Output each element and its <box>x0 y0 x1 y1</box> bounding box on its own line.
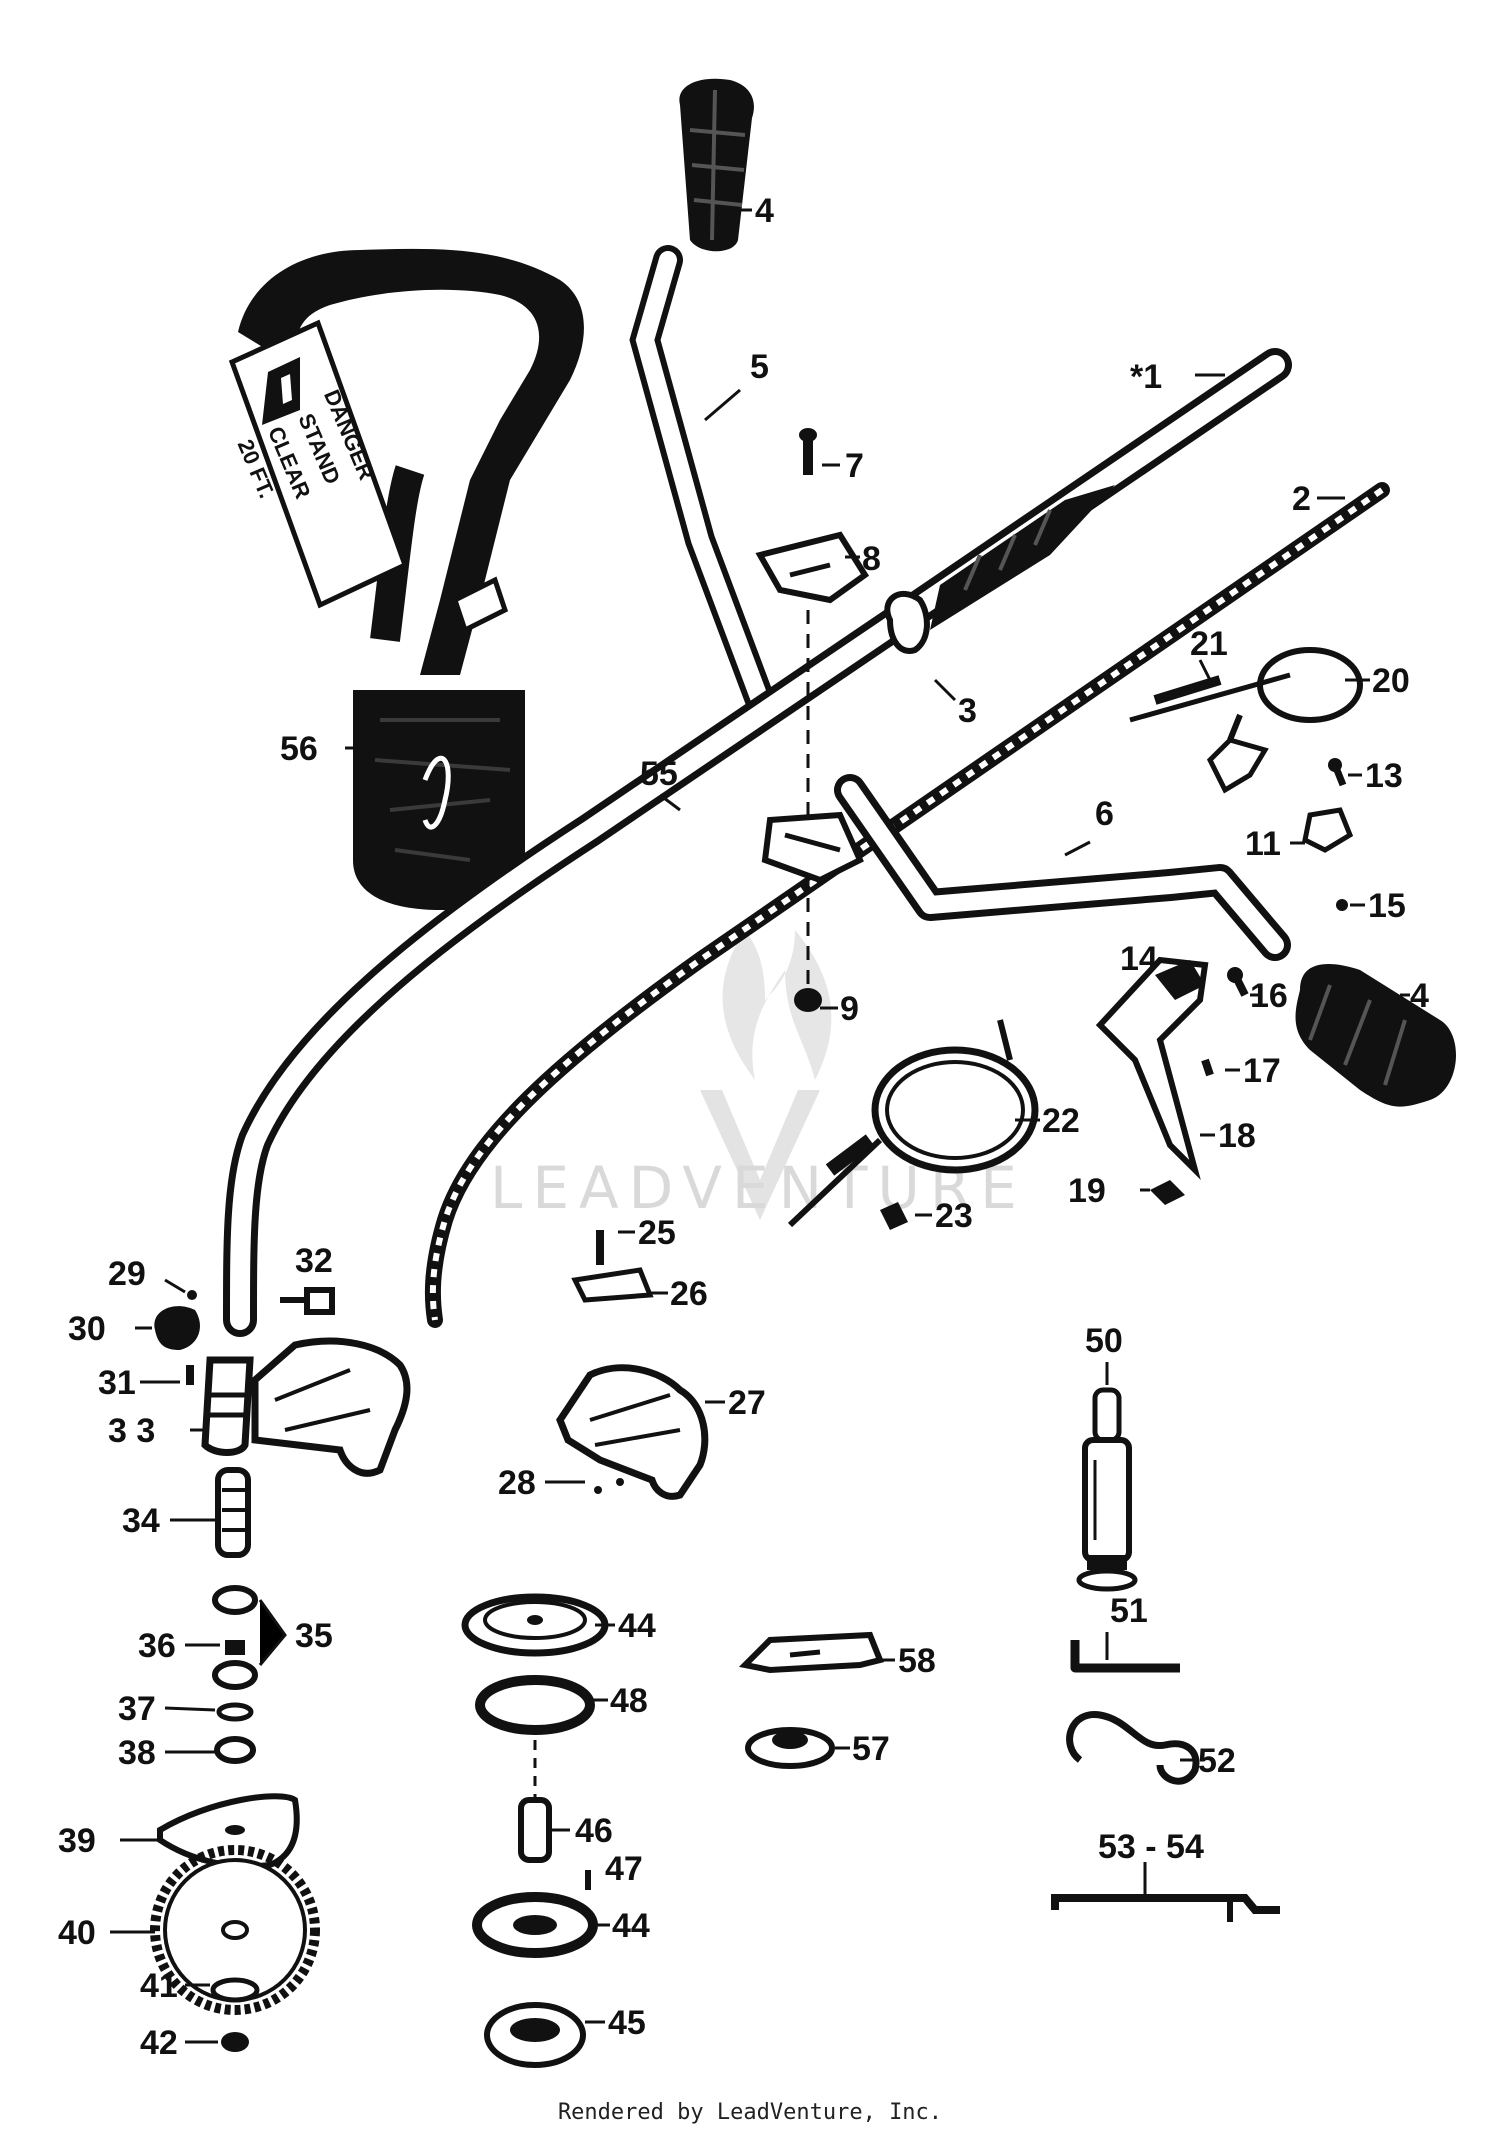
label-16: 16 <box>1250 977 1288 1015</box>
label-20: 20 <box>1372 662 1410 700</box>
label-11: 11 <box>1245 825 1281 863</box>
arbor-stack <box>212 1467 258 1764</box>
label-1: *1 <box>1130 358 1162 396</box>
label-41: 41 <box>140 1967 178 2005</box>
label-42: 42 <box>140 2024 178 2062</box>
part-labels: 4 5 *1 7 2 8 3 21 20 56 55 13 6 11 15 14… <box>58 192 1429 2062</box>
label-40: 40 <box>58 1914 96 1952</box>
label-14: 14 <box>1120 940 1158 978</box>
label-58: 58 <box>898 1642 936 1680</box>
label-15: 15 <box>1368 887 1406 925</box>
label-25: 25 <box>638 1214 676 1252</box>
footer-credit: Rendered by LeadVenture, Inc. <box>557 2100 943 2125</box>
drive-cable <box>424 482 1390 1328</box>
label-4a: 4 <box>755 192 774 230</box>
guard-bracket-27 <box>556 1230 709 1500</box>
label-33: 3 3 <box>108 1412 155 1450</box>
label-5: 5 <box>750 348 769 386</box>
label-36: 36 <box>138 1627 176 1665</box>
label-35: 35 <box>295 1617 333 1655</box>
label-30: 30 <box>68 1310 106 1348</box>
label-32: 32 <box>295 1242 333 1280</box>
label-18: 18 <box>1218 1117 1256 1155</box>
right-grip <box>1295 964 1457 1107</box>
label-38: 38 <box>118 1734 156 1772</box>
label-27: 27 <box>728 1384 766 1422</box>
label-37: 37 <box>118 1690 156 1728</box>
label-55: 55 <box>640 755 678 793</box>
label-9: 9 <box>840 990 859 1028</box>
label-44b: 44 <box>612 1907 650 1945</box>
label-52: 52 <box>1198 1742 1236 1780</box>
label-39: 39 <box>58 1822 96 1860</box>
label-17: 17 <box>1243 1052 1281 1090</box>
label-13: 13 <box>1365 757 1403 795</box>
label-34: 34 <box>122 1502 160 1540</box>
label-56: 56 <box>280 730 318 768</box>
label-6: 6 <box>1095 795 1114 833</box>
gearhead-guard <box>154 1287 411 1477</box>
blade-assembly <box>150 1793 320 2052</box>
label-53-54: 53 - 54 <box>1098 1828 1204 1866</box>
clamp <box>884 591 930 654</box>
harness-strap: DANGER STAND CLEAR 20 FT. <box>228 248 584 910</box>
label-7: 7 <box>845 447 864 485</box>
label-4b: 4 <box>1410 977 1429 1015</box>
label-48: 48 <box>610 1682 648 1720</box>
leader-lines <box>110 208 1410 2044</box>
label-23: 23 <box>935 1197 973 1235</box>
label-2: 2 <box>1292 480 1311 518</box>
warning-sign: DANGER STAND CLEAR 20 FT. <box>228 319 409 609</box>
label-29: 29 <box>108 1255 146 1293</box>
tools <box>1051 1387 1280 1922</box>
lower-handle-bar <box>834 774 1291 961</box>
throttle-parts <box>1095 647 1363 1205</box>
label-21: 21 <box>1190 625 1228 663</box>
drive-tube <box>223 348 1292 1337</box>
label-57: 57 <box>852 1730 890 1768</box>
label-50: 50 <box>1085 1322 1123 1360</box>
handle-clamp-assembly <box>755 428 870 1012</box>
parts-57-58 <box>738 1631 885 1769</box>
label-31: 31 <box>98 1364 136 1402</box>
label-19: 19 <box>1068 1172 1106 1210</box>
trimmer-head-stack <box>461 1593 609 2068</box>
label-47: 47 <box>605 1850 643 1888</box>
label-22: 22 <box>1042 1102 1080 1140</box>
label-51: 51 <box>1110 1592 1148 1630</box>
throttle-cable-22 <box>787 1019 1039 1230</box>
label-44a: 44 <box>618 1607 656 1645</box>
label-8: 8 <box>862 540 881 578</box>
label-45: 45 <box>608 2004 646 2042</box>
label-3: 3 <box>958 692 977 730</box>
label-46: 46 <box>575 1812 613 1850</box>
upper-handle <box>629 78 775 715</box>
label-26: 26 <box>670 1275 708 1313</box>
watermark: LEADVENTURE <box>490 930 1017 1222</box>
label-28: 28 <box>498 1464 536 1502</box>
